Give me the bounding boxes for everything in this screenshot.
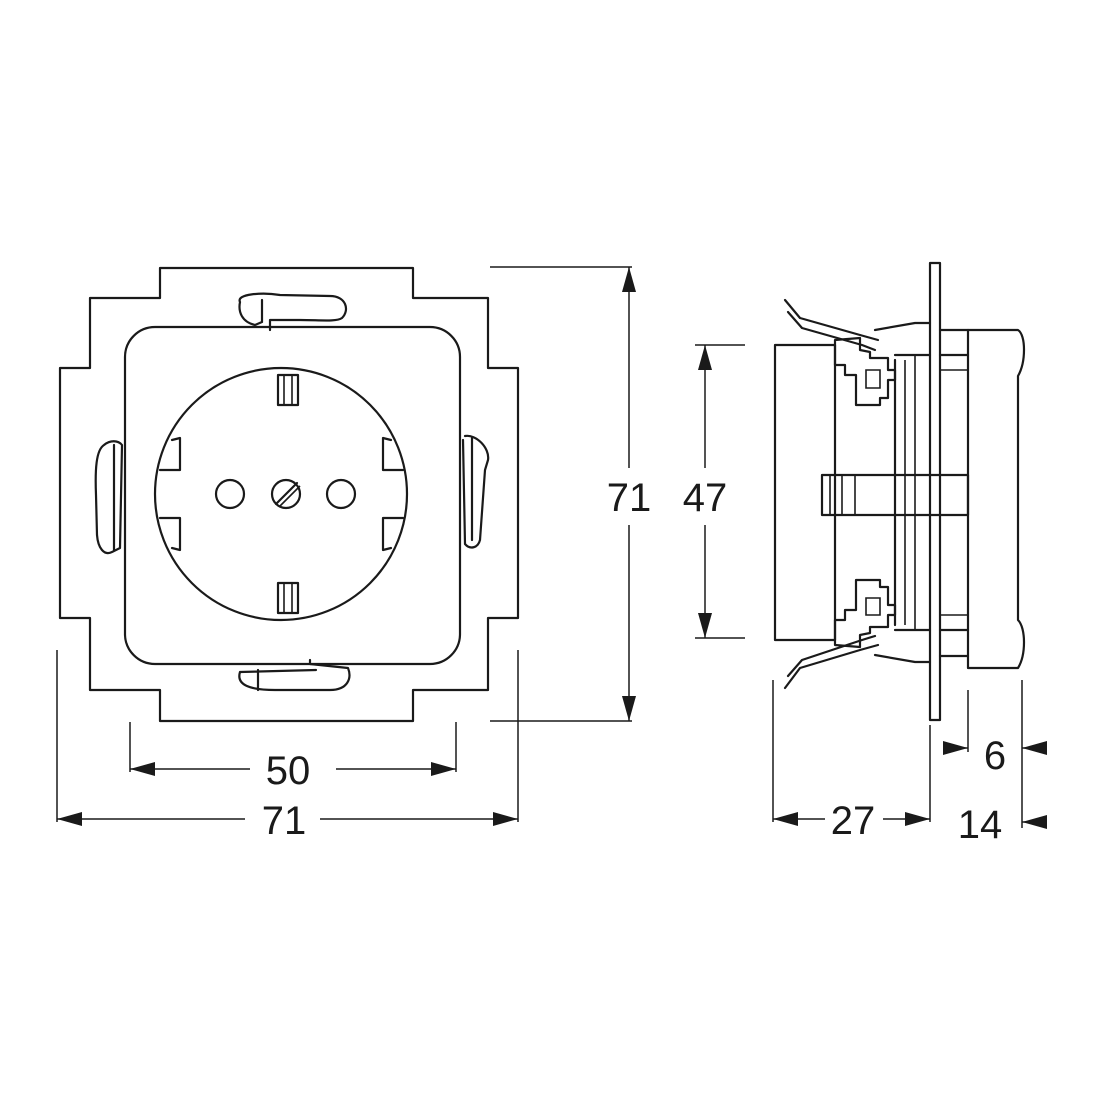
center-screw (270, 478, 302, 510)
spring-clip-top (783, 298, 880, 352)
front-view: 71 50 71 (56, 266, 652, 843)
cover-plate (123, 325, 462, 666)
terminal-bottom (833, 578, 897, 649)
dim-depth: 27 (831, 799, 876, 843)
clip-right (461, 434, 490, 549)
earth-slot-bottom (276, 581, 300, 615)
spring-clip-bottom (783, 634, 880, 690)
earth-contact-left (158, 436, 182, 552)
dim-socket-spacing: 50 (266, 749, 311, 793)
cover-cap (966, 328, 1026, 670)
pin-hole-right (325, 478, 357, 510)
dim-cover-thickness: 6 (984, 734, 1006, 778)
side-view: 47 27 6 14 (683, 261, 1047, 847)
dim-front-height: 71 (607, 476, 652, 520)
screw-slot (274, 481, 299, 506)
socket-circle (153, 366, 409, 622)
earth-contact-right (381, 436, 405, 552)
earth-slot-top (276, 373, 300, 407)
clip-top (238, 292, 348, 332)
insert-body (773, 343, 837, 642)
clip-left (94, 440, 124, 555)
dim-front-width: 71 (262, 799, 307, 843)
mounting-plate (928, 261, 942, 722)
center-post (820, 473, 970, 517)
terminal-top (833, 336, 897, 407)
pin-hole-left (214, 478, 246, 510)
dim-cover-depth: 14 (958, 803, 1003, 847)
clip-bottom (238, 658, 351, 692)
dim-mount-height: 47 (683, 476, 728, 520)
mounting-frame (58, 266, 520, 723)
